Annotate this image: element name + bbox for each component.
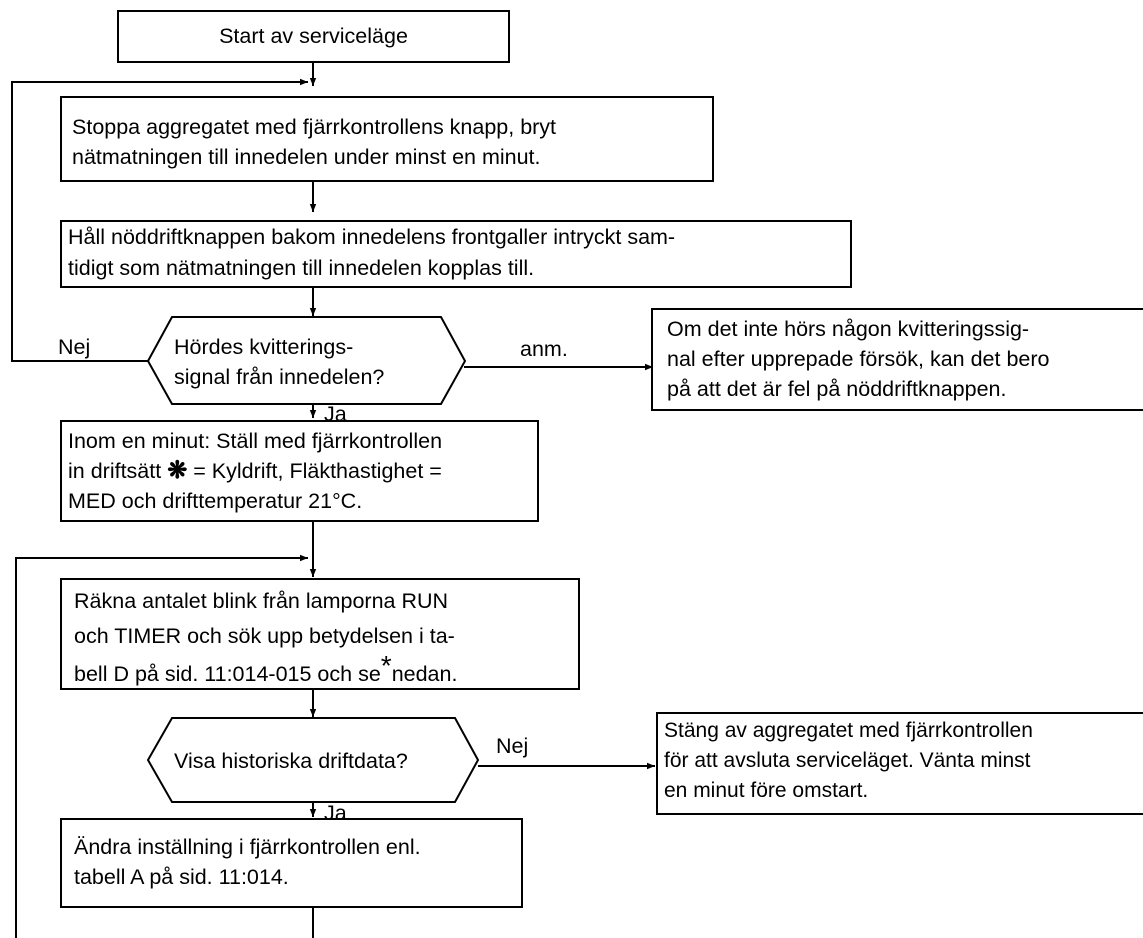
decision1-note-label: anm. xyxy=(520,337,568,361)
decision1-line-1: Hördes kvitterings- xyxy=(174,335,354,359)
decision2-line: Visa historiska driftdata? xyxy=(174,749,408,773)
hold-box: Håll nöddriftknappen bakom innedelens fr… xyxy=(60,220,852,288)
within-line-2-before: in driftsätt xyxy=(68,459,168,483)
note-box: Om det inte hörs någon kvitteringssig- n… xyxy=(651,308,1143,411)
decision1-line-2: signal från innedelen? xyxy=(174,365,385,389)
within-line-2: in driftsätt ❋ = Kyldrift, Fläkthastighe… xyxy=(68,456,537,486)
note-line-3: på att det är fel på nöddriftknappen. xyxy=(667,377,1007,401)
within-line-1: Inom en minut: Ställ med fjärrkontrollen xyxy=(68,429,443,453)
decision2-text: Visa historiska driftdata? xyxy=(174,746,408,776)
decision1-no-label: Nej xyxy=(58,335,91,359)
decision1-text: Hördes kvitterings- signal från innedele… xyxy=(174,332,384,392)
end-box: Stäng av aggregatet med fjärrkontrollen … xyxy=(656,712,1143,815)
hold-line-2: tidigt som nätmatningen till innedelen k… xyxy=(68,256,535,280)
count-line-3-after: nedan. xyxy=(391,662,458,686)
start-text: Start av serviceläge xyxy=(219,24,408,48)
stop-box: Stoppa aggregatet med fjärrkontrollens k… xyxy=(60,96,714,182)
count-line-3-before: bell D på sid. 11:014-015 och se xyxy=(74,662,381,686)
end-line-1: Stäng av aggregatet med fjärrkontrollen xyxy=(664,719,1033,742)
snowflake-icon: ❋ xyxy=(167,457,188,484)
loop-return xyxy=(15,554,308,938)
hold-line-1: Håll nöddriftknappen bakom innedelens fr… xyxy=(68,225,676,249)
asterisk-mark: * xyxy=(380,650,392,681)
note-line-2: nal efter upprepade försök, kan det bero xyxy=(667,347,1050,371)
loop-no-decision1 xyxy=(11,78,308,362)
end-line-2: för att avsluta serviceläget. Vänta mins… xyxy=(664,749,1031,772)
stop-line-1: Stoppa aggregatet med fjärrkontrollens k… xyxy=(72,115,557,139)
end-line-3: en minut före omstart. xyxy=(664,779,869,802)
start-box: Start av serviceläge xyxy=(117,10,510,63)
change-line-1: Ändra inställning i fjärrkontrollen enl. xyxy=(74,835,421,859)
count-line-1: Räkna antalet blink från lamporna RUN xyxy=(74,589,449,613)
stop-line-2: nätmatningen till innedelen under minst … xyxy=(72,145,541,169)
within-box: Inom en minut: Ställ med fjärrkontrollen… xyxy=(60,420,539,522)
decision2-no-label: Nej xyxy=(496,734,529,758)
note-line-1: Om det inte hörs någon kvitteringssig- xyxy=(667,317,1030,341)
count-box: Räkna antalet blink från lamporna RUN oc… xyxy=(60,578,580,690)
change-box: Ändra inställning i fjärrkontrollen enl.… xyxy=(60,818,523,908)
within-line-2-after: = Kyldrift, Fläkthastighet = xyxy=(187,459,442,483)
decision-heard-signal xyxy=(146,316,467,405)
count-line-2: och TIMER och sök upp betydelsen i ta- xyxy=(74,624,455,648)
decision-show-history xyxy=(146,717,480,803)
count-line-3: bell D på sid. 11:014-015 och se*nedan. xyxy=(74,650,578,692)
change-line-2: tabell A på sid. 11:014. xyxy=(74,865,289,889)
within-line-3: MED och drifttemperatur 21°C. xyxy=(68,489,363,513)
